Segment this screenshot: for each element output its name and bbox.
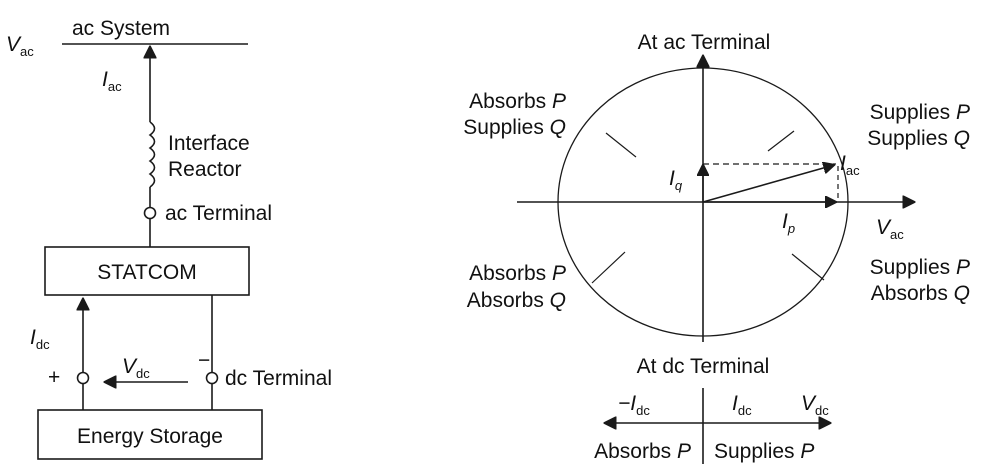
ac-system-label: ac System: [72, 17, 170, 40]
q2-label-2: Supplies Q: [463, 116, 566, 139]
i-ac-phasor-symbol: Iac: [840, 152, 860, 178]
q1-label-2: Supplies Q: [867, 127, 970, 150]
q4-label-1: Supplies P: [870, 256, 970, 279]
neg-i-dc-symbol: −Idc: [618, 392, 650, 418]
i-p-symbol: Ip: [782, 210, 795, 236]
interface-label: Interface: [168, 132, 250, 155]
absorbs-p-label: Absorbs P: [594, 440, 691, 463]
phasor-diagram: At ac Terminal Iq Iac Ip Vac Absorbs P S…: [463, 31, 970, 464]
energy-storage-label: Energy Storage: [77, 425, 223, 448]
q3-label-1: Absorbs P: [469, 262, 566, 285]
q2-label-1: Absorbs P: [469, 90, 566, 113]
ac-terminal-node: [143, 206, 157, 220]
i-q-symbol: Iq: [669, 167, 683, 193]
ac-terminal-heading: At ac Terminal: [638, 31, 771, 54]
v-dc-symbol: Vdc: [122, 355, 150, 381]
q1-label-1: Supplies P: [870, 101, 970, 124]
statcom-label: STATCOM: [97, 261, 197, 284]
dc-terminal-heading: At dc Terminal: [637, 355, 770, 378]
ac-terminal-label: ac Terminal: [165, 202, 272, 225]
plus-sign: +: [48, 366, 60, 389]
q4-tick: [791, 253, 825, 281]
q1-tick: [767, 130, 795, 152]
i-dc-right-symbol: Idc: [732, 392, 752, 418]
v-ac-symbol: Vac: [6, 33, 34, 59]
energy-storage-box: [37, 409, 263, 460]
minus-sign: −: [198, 349, 210, 372]
dc-terminal-negative: [205, 371, 219, 385]
statcom-box: [44, 246, 250, 296]
v-dc-right-symbol: Vdc: [801, 392, 829, 418]
i-ac-symbol: Iac: [102, 68, 122, 94]
q2-tick: [605, 132, 637, 158]
q3-tick: [591, 251, 626, 284]
inductor-symbol: [148, 121, 156, 188]
v-ac-axis-symbol: Vac: [876, 216, 904, 242]
q4-label-2: Absorbs Q: [871, 282, 970, 305]
i-dc-symbol: Idc: [30, 326, 50, 352]
dc-terminal-positive: [76, 371, 90, 385]
left-circuit: Vac ac System Iac Interface Reactor ac T…: [6, 17, 332, 460]
reactor-label: Reactor: [168, 158, 242, 181]
supplies-p-label: Supplies P: [714, 440, 814, 463]
dc-terminal-label: dc Terminal: [225, 367, 332, 390]
i-ac-phasor: [702, 165, 834, 203]
q3-label-2: Absorbs Q: [467, 289, 566, 312]
